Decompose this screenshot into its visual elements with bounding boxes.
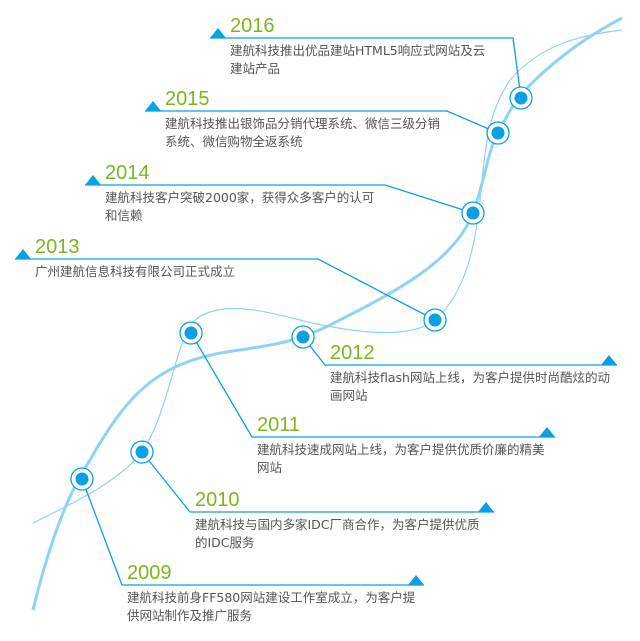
- timeline-node-2009[interactable]: [70, 467, 94, 491]
- year-2010: 2010: [195, 489, 240, 511]
- milestone-text-2016: 建航科技推出优品建站HTML5响应式网站及云建站产品: [230, 43, 486, 76]
- timeline-node-2013[interactable]: [423, 308, 447, 332]
- year-2009: 2009: [127, 562, 172, 584]
- timeline-node-2011[interactable]: [179, 321, 203, 345]
- connector-2016: [210, 37, 522, 99]
- milestone-text-2009: 建航科技前身FF580网站建设工作室成立，为客户提供网站制作及推广服务: [127, 590, 416, 623]
- triangle-marker-icon: [210, 28, 226, 38]
- year-2014: 2014: [105, 162, 150, 184]
- milestone-text-2011: 建航科技速成网站上线，为客户提供优质价廉的精美网站: [257, 442, 545, 475]
- milestone-text-2015: 建航科技推出银饰品分销代理系统、微信三级分销系统、微信购物全返系统: [165, 116, 441, 149]
- year-2011: 2011: [257, 414, 301, 436]
- connector-2011: [190, 332, 555, 438]
- timeline-node-2015[interactable]: [486, 121, 510, 145]
- milestone-text-2012: 建航科技flash网站上线，为客户提供时尚酷炫的动画网站: [330, 370, 610, 403]
- triangle-marker-icon: [85, 175, 101, 185]
- year-2013: 2013: [35, 236, 80, 258]
- connector-2012: [302, 336, 617, 366]
- year-2015: 2015: [165, 88, 210, 110]
- connector-2013: [15, 258, 436, 321]
- year-2012: 2012: [330, 342, 375, 364]
- triangle-marker-icon: [478, 502, 494, 512]
- connector-2009: [81, 478, 424, 586]
- connector-2010: [141, 451, 494, 513]
- connector-2014: [85, 184, 474, 214]
- timeline-node-2016[interactable]: [509, 86, 533, 110]
- timeline-node-2012[interactable]: [291, 325, 315, 349]
- triangle-marker-icon: [539, 427, 555, 437]
- triangle-marker-icon: [601, 355, 617, 365]
- thin-curve: [32, 29, 623, 524]
- year-2016: 2016: [230, 15, 275, 37]
- milestone-text-2014: 建航科技客户突破2000家，获得众多客户的认可和信赖: [105, 190, 375, 223]
- milestone-text-2010: 建航科技与国内多家IDC厂商合作，为客户提供优质的IDC服务: [195, 517, 480, 550]
- triangle-marker-icon: [145, 101, 161, 111]
- triangle-marker-icon: [15, 249, 31, 259]
- connector-2015: [145, 110, 499, 134]
- timeline-node-2010[interactable]: [130, 440, 154, 464]
- triangle-marker-icon: [408, 575, 424, 585]
- milestone-text-2013: 广州建航信息科技有限公司正式成立: [35, 264, 236, 279]
- timeline-node-2014[interactable]: [461, 201, 485, 225]
